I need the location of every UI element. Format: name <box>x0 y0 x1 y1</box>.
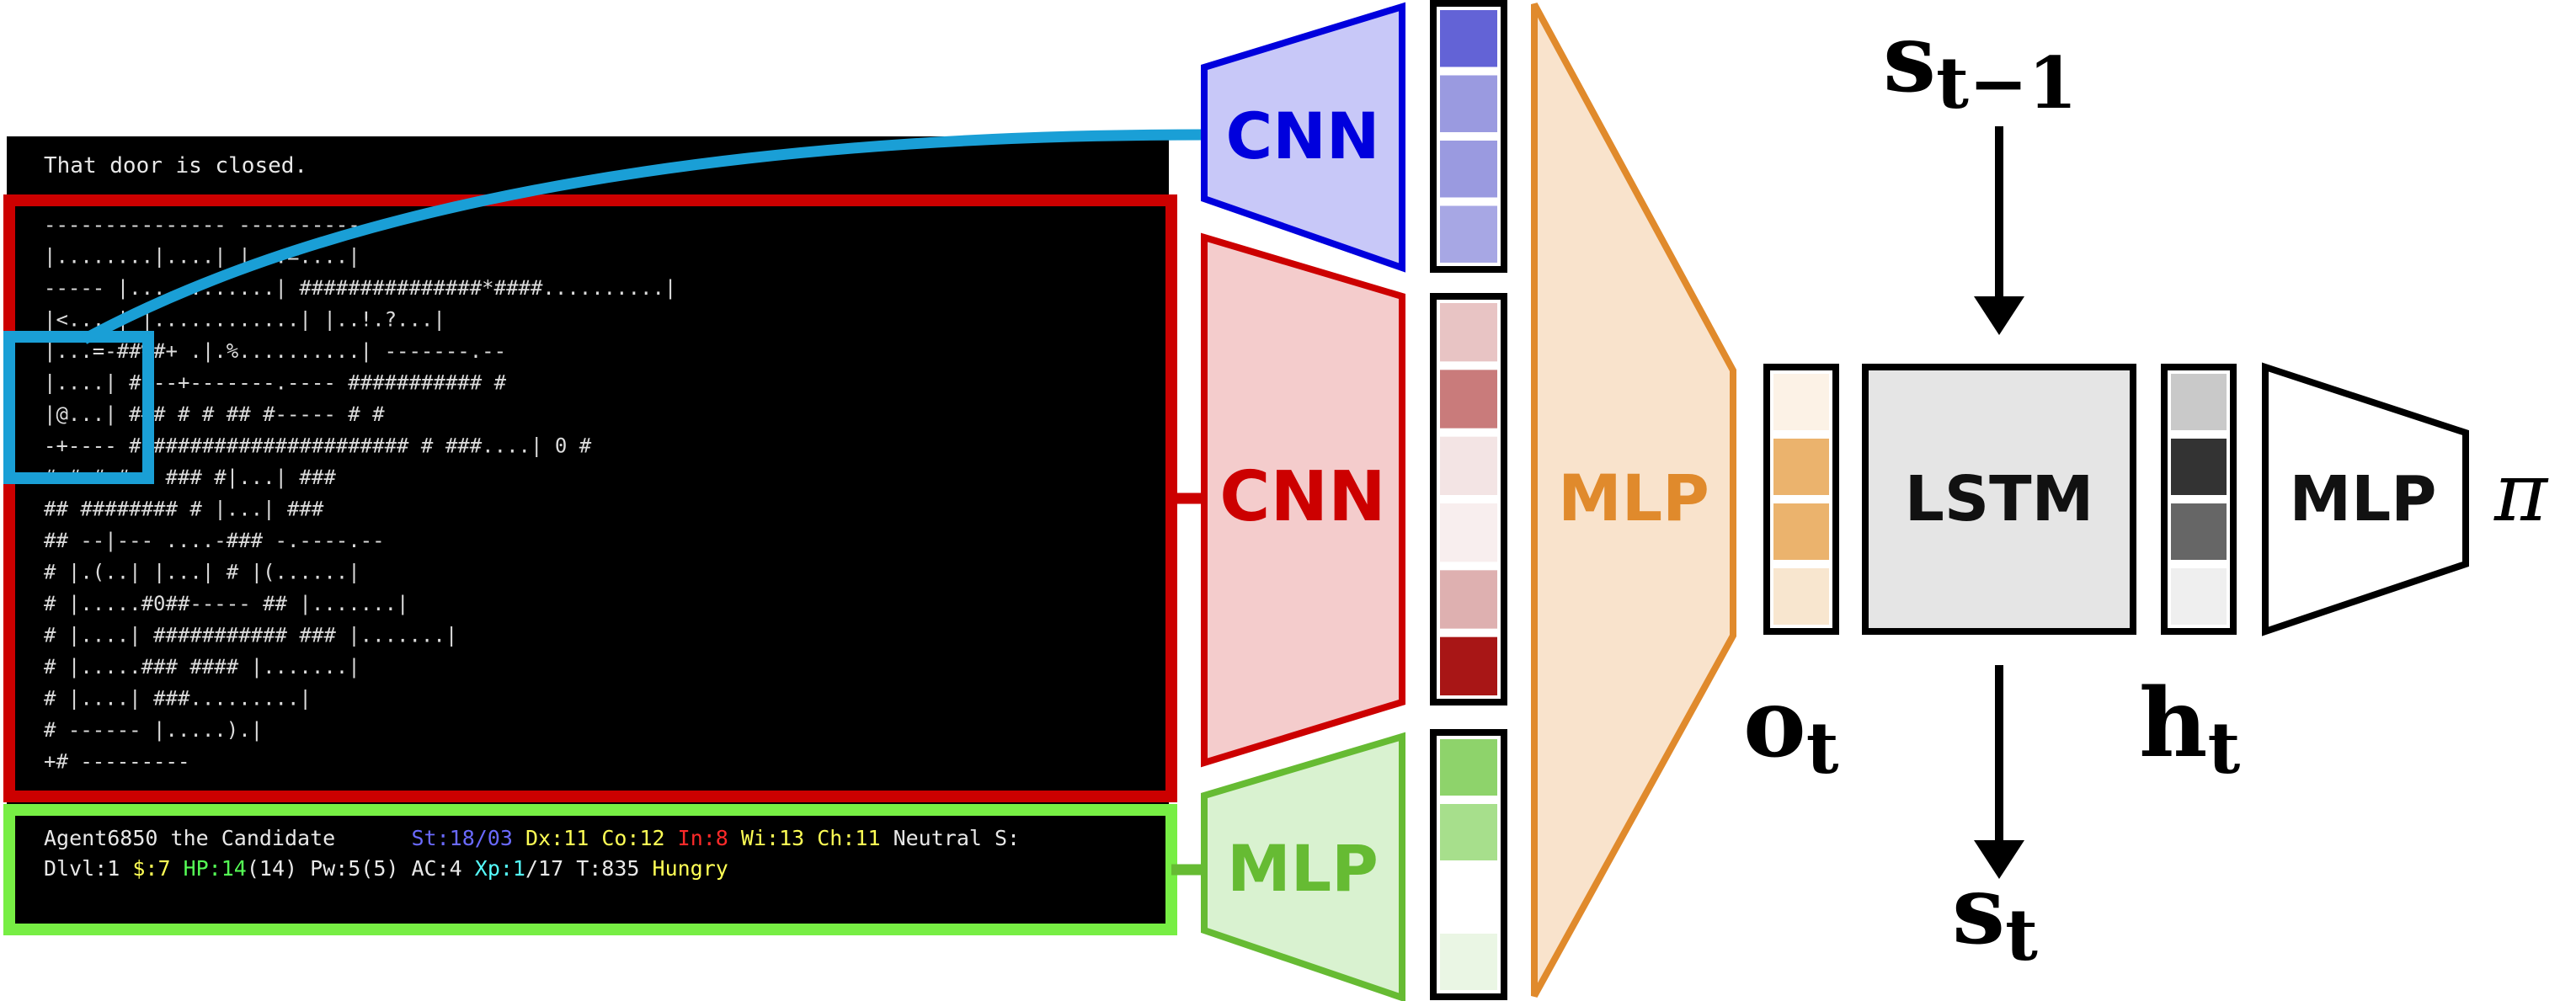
state-out-arrowhead <box>1974 840 2024 879</box>
status-segment: Co:12 <box>601 826 664 850</box>
map-row: # |.(..| |...| # |(......| <box>44 561 360 584</box>
mlp-bottom-label: MLP <box>1227 831 1379 906</box>
map-row: # |....| ########### ### |.......| <box>44 624 457 647</box>
encoder-top: CNN <box>1201 2 1405 273</box>
vector-cell <box>2171 503 2227 560</box>
status-segment <box>589 826 601 850</box>
map-row: ----- |............| ###############*###… <box>44 276 676 300</box>
vector-frame <box>1430 293 1507 705</box>
vector-cell <box>1773 439 1829 495</box>
status-segment <box>665 826 678 850</box>
status-segment: Dx:11 <box>525 826 589 850</box>
status-segment: Ch:11 <box>817 826 880 850</box>
vector-cell <box>1440 934 1497 990</box>
cnn-middle-label: CNN <box>1219 457 1385 537</box>
feature-vector-middle <box>1430 293 1507 705</box>
vector-cell <box>1773 374 1829 430</box>
fusion-mlp-label: MLP <box>1558 461 1709 535</box>
fusion-mlp: MLP <box>1531 3 1736 998</box>
state-prev-label: st−1 <box>1883 3 2077 125</box>
status-segment: Wi:13 <box>741 826 804 850</box>
hidden-label: ht <box>2139 668 2240 790</box>
vector-cell <box>2171 439 2227 495</box>
policy-mlp: MLP <box>2262 362 2469 636</box>
observation-label: ot <box>1743 668 1839 790</box>
vector-cell <box>1440 370 1497 429</box>
status-segment: Neutral S: <box>881 826 1021 850</box>
status-segment: In:8 <box>678 826 728 850</box>
local-crop-frame <box>3 331 154 484</box>
status-segment: HP:14 <box>184 856 247 881</box>
encoder-bottom: MLP <box>1201 732 1405 1001</box>
map-row: # ------ |.....).| <box>44 718 263 742</box>
cnn-middle-trapezoid <box>1201 232 1405 768</box>
policy-mlp-trapezoid <box>2262 362 2469 636</box>
nethack-screenshot: That door is closed. --------------- ---… <box>3 136 1177 935</box>
vector-cell <box>1773 568 1829 625</box>
top-message: That door is closed. <box>44 153 307 178</box>
map-row: -+---- # ##################### # ###....… <box>44 434 592 458</box>
status-line-2: Dlvl:1 $:7 HP:14(14) Pw:5(5) AC:4 Xp:1/1… <box>44 856 728 881</box>
status-segment <box>804 826 817 850</box>
observation-vector <box>1763 364 1839 635</box>
status-segment <box>513 826 525 850</box>
vector-cell <box>1440 739 1497 796</box>
hidden-state-vector <box>2161 364 2237 635</box>
map-row: |...=-##%#+ .|.%..........| -------.-- <box>44 339 506 363</box>
map-row: --------------- ---------- <box>44 213 360 237</box>
state-next-label: st <box>1952 855 2038 977</box>
policy-mlp-label: MLP <box>2289 463 2436 535</box>
status-segment: /17 T:835 <box>525 856 653 881</box>
map-row: # |.....### #### |.......| <box>44 655 360 679</box>
cnn-top-trapezoid <box>1201 2 1405 273</box>
map-row: ## ######## # |...| ### <box>44 498 324 521</box>
vector-cell <box>1440 10 1497 67</box>
vector-cell <box>1440 869 1497 925</box>
mlp-bottom-trapezoid <box>1201 732 1405 1001</box>
state-in-arrowhead <box>1974 296 2024 335</box>
status-line-1: Agent6850 the Candidate St:18/03 Dx:11 C… <box>44 826 1020 850</box>
local-crop-connector <box>81 129 1205 344</box>
status-segment: (14) Pw:5(5) AC:4 <box>247 856 475 881</box>
status-segment: Hungry <box>653 856 728 881</box>
policy-pi-label: π <box>2493 445 2549 540</box>
status-segment: Xp:1 <box>475 856 525 881</box>
status-segment: Agent6850 the Candidate <box>44 826 412 850</box>
status-segment <box>171 856 184 881</box>
status-segment <box>728 826 741 850</box>
lstm-label: LSTM <box>1905 463 2094 535</box>
fusion-mlp-trapezoid <box>1531 3 1736 998</box>
vector-cell <box>1440 303 1497 362</box>
encoder-middle: CNN <box>1201 232 1405 768</box>
vector-cell <box>1440 436 1497 495</box>
feature-vector-bottom <box>1430 729 1507 1000</box>
vector-cell <box>1440 636 1497 695</box>
vector-cell <box>1440 804 1497 860</box>
map-row: # |.....#0##----- ## |.......| <box>44 592 408 615</box>
vector-cell <box>2171 568 2227 625</box>
map-row: |@...| ### # # ## #----- # # <box>44 402 385 426</box>
map-row: ## --|--- ....-### -.----.-- <box>44 529 385 552</box>
vector-cell <box>1440 570 1497 629</box>
map-row: # |....| ###.........| <box>44 687 312 711</box>
vector-cell <box>1440 141 1497 198</box>
vector-cell <box>1440 75 1497 132</box>
lstm-block: LSTM <box>1862 364 2136 635</box>
status-segment: Dlvl:1 <box>44 856 132 881</box>
cnn-top-label: CNN <box>1226 99 1380 173</box>
feature-vector-top <box>1430 0 1507 273</box>
vector-cell <box>1773 503 1829 560</box>
map-row: |....| # --+-------.---- ########### # <box>44 371 507 395</box>
vector-cell <box>1440 205 1497 263</box>
lstm-box <box>1862 364 2136 635</box>
status-segment: $:7 <box>132 856 170 881</box>
status-segment: St:18/03 <box>412 826 513 850</box>
map-row: +# --------- <box>44 750 189 774</box>
vector-cell <box>1440 503 1497 562</box>
vector-cell <box>2171 374 2227 430</box>
